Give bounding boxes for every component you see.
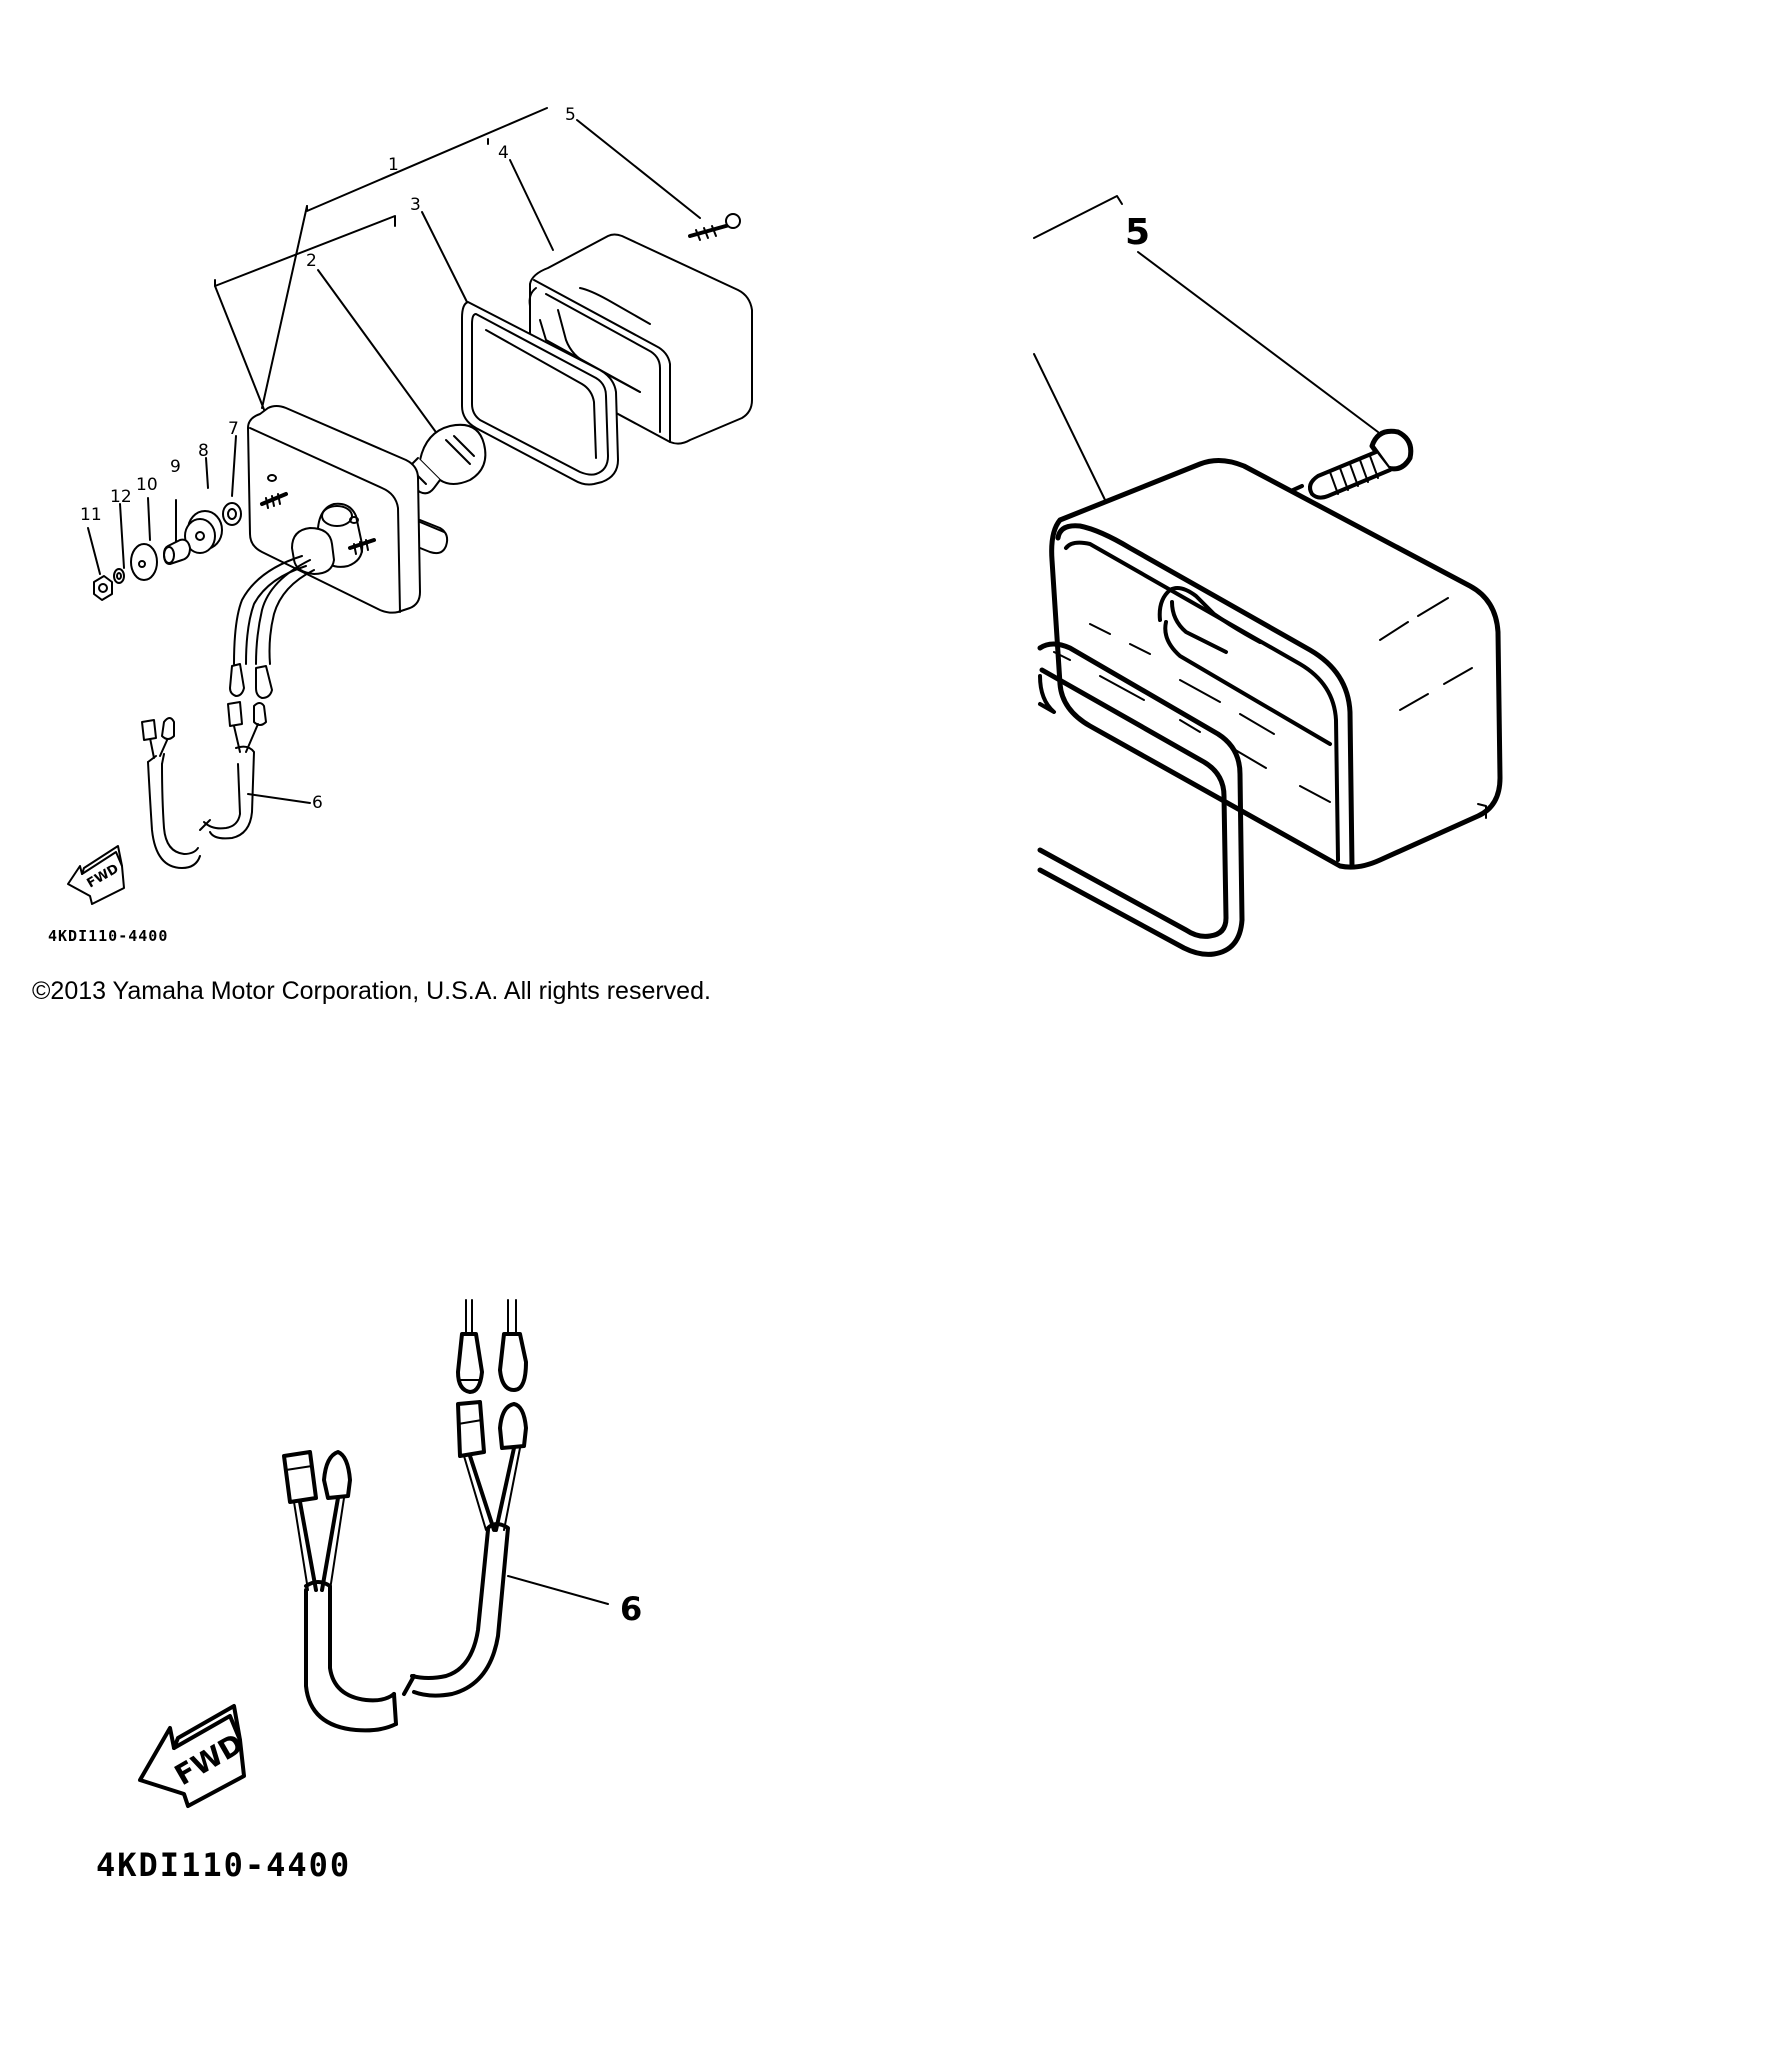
- callout-4: 4: [498, 143, 509, 163]
- main-exploded-diagram: FWD 1 2 3 4 5 6 7 8 9 10 11 12: [67, 105, 753, 905]
- screw-part-5: [688, 213, 741, 241]
- callout-10: 10: [136, 475, 158, 495]
- detail-harness: 6 FWD: [138, 1299, 642, 1808]
- callout-12: 12: [110, 487, 132, 507]
- callout-1: 1: [388, 155, 399, 175]
- detail-screw: [1260, 428, 1414, 506]
- spring-washer-part-12: [113, 568, 125, 584]
- washer-part-7: [222, 502, 242, 526]
- callout-11: 11: [80, 505, 102, 525]
- small-parts-7-12: [93, 502, 242, 601]
- detail-callout-6: 6: [620, 1590, 642, 1628]
- callout-9: 9: [170, 457, 181, 477]
- callout-5: 5: [565, 105, 576, 125]
- collar-part-9: [163, 538, 191, 565]
- assembly-bracket-lines: [214, 107, 548, 413]
- drawing-code-small: 4KDI110-4400: [48, 927, 169, 945]
- detail-fwd-arrow: FWD: [138, 1704, 249, 1808]
- copyright-text: ©2013 Yamaha Motor Corporation, U.S.A. A…: [32, 977, 711, 1005]
- callout-3: 3: [410, 195, 421, 215]
- drawing-code-large: 4KDI110-4400: [96, 1846, 352, 1884]
- nut-part-11: [93, 575, 113, 601]
- wire-leads: [141, 555, 315, 869]
- callout-2: 2: [306, 251, 317, 271]
- detail-lens-screw: 5: [1033, 195, 1503, 957]
- gasket-part-3: [461, 301, 619, 486]
- leader-lines: [87, 119, 701, 804]
- fwd-arrow: FWD: [67, 845, 125, 905]
- callout-7: 7: [228, 419, 239, 439]
- callout-8: 8: [198, 441, 209, 461]
- callout-6: 6: [312, 793, 323, 813]
- detail-callout-5: 5: [1125, 212, 1150, 253]
